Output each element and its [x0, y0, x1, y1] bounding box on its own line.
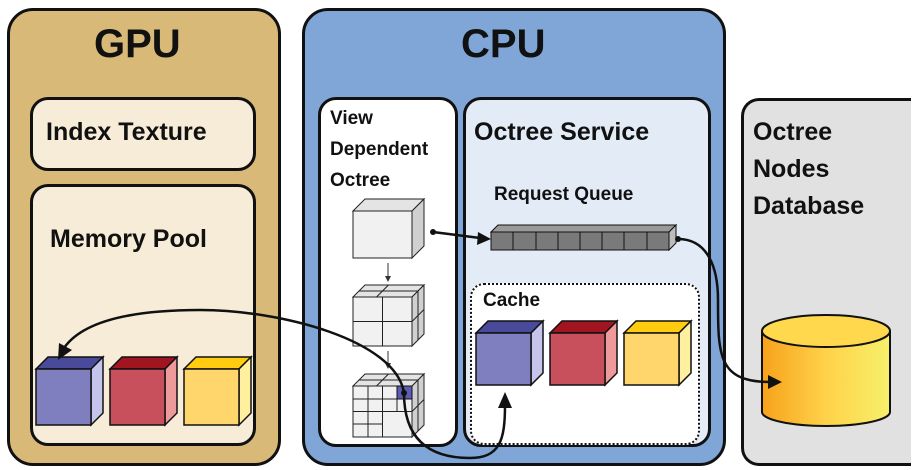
request-queue-label: Request Queue: [494, 184, 634, 205]
database-label-line1: Octree: [753, 118, 833, 146]
octree-level0-cube: [351, 197, 426, 260]
cache-yellow-cube: [622, 319, 693, 387]
gpu-title: GPU: [94, 22, 181, 66]
cpu-title: CPU: [461, 22, 546, 66]
index-texture-label: Index Texture: [46, 118, 207, 146]
cache-label: Cache: [483, 290, 541, 311]
view-label-line2: Dependent: [330, 139, 429, 160]
database-cylinder: [761, 314, 891, 427]
octree-service-label: Octree Service: [474, 118, 650, 146]
index-texture-box: [30, 97, 256, 171]
arrow-octree-to-queue: [430, 229, 491, 245]
memory-pool-red-cube: [108, 355, 179, 427]
request-queue-bar: [489, 223, 678, 252]
view-label-line3: Octree: [330, 170, 391, 191]
memory-pool-label: Memory Pool: [50, 225, 207, 253]
view-label-line1: View: [330, 108, 373, 129]
arrow-node-to-cache: [402, 392, 512, 460]
down-arrow-1: [385, 263, 391, 282]
memory-pool-yellow-cube: [182, 355, 253, 427]
memory-pool-blue-cube: [34, 355, 105, 427]
database-label-line3: Database: [753, 192, 865, 220]
arrow-node-to-memory-pool: [58, 308, 406, 394]
arrow-queue-to-database: [675, 236, 782, 389]
cache-red-cube: [548, 319, 619, 387]
cache-blue-cube: [474, 319, 545, 387]
octree-level2-cube: [351, 372, 426, 439]
database-label-line2: Nodes: [753, 155, 830, 183]
octree-level1-cube: [351, 283, 426, 348]
